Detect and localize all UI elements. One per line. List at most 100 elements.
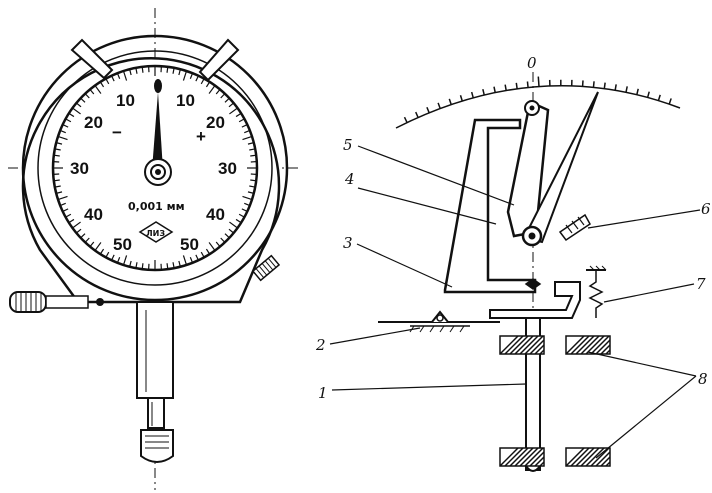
- hatch-line: [534, 456, 545, 467]
- dial-tick: [182, 255, 188, 266]
- dial-num-l20: 20: [84, 113, 103, 132]
- dial-tick: [105, 78, 110, 85]
- dial-tick: [250, 179, 257, 182]
- dial-tick: [59, 202, 66, 207]
- dial-tick: [65, 118, 72, 123]
- hatch-line: [595, 339, 611, 355]
- hatch-line: [504, 335, 524, 355]
- scale-tick: [459, 95, 463, 102]
- dial-tick: [111, 254, 115, 261]
- dial-tick: [122, 70, 128, 81]
- dial-tick: [122, 255, 128, 266]
- dial-num-r30: 30: [218, 159, 237, 178]
- dial-needle: [152, 92, 163, 170]
- hatch-line: [534, 344, 545, 355]
- scale-tick: [526, 81, 529, 88]
- hatch-line: [529, 451, 545, 467]
- dial-tick: [208, 85, 216, 94]
- dial-tick: [76, 228, 82, 234]
- hatch-line: [595, 451, 611, 467]
- dial-tick: [242, 195, 253, 201]
- dial-num-r10: 10: [176, 91, 195, 110]
- dial-tick: [89, 89, 95, 95]
- dial-tick: [178, 260, 181, 267]
- dial-tick: [220, 237, 226, 243]
- dial-tick: [141, 263, 144, 270]
- lever-frame: [443, 118, 537, 294]
- dial-num-r20: 20: [206, 113, 225, 132]
- dial-tick: [241, 208, 248, 212]
- tolerance-pointer-left: [70, 38, 114, 80]
- dial-tick: [166, 66, 169, 73]
- dial-tick: [182, 70, 188, 81]
- hatch-line: [575, 447, 595, 467]
- scale-tick: [493, 86, 496, 93]
- dial-tick: [62, 208, 69, 212]
- hatch-line: [529, 339, 545, 355]
- dial-tick: [56, 191, 63, 194]
- dial-tick: [224, 97, 230, 103]
- callout-5: 5: [343, 136, 353, 154]
- hatch-line: [524, 447, 544, 467]
- hatch-line: [539, 349, 545, 355]
- dial-tick: [129, 69, 132, 76]
- dial-num-l40: 40: [84, 205, 103, 224]
- dial-tick: [80, 97, 86, 103]
- hatch-line: [499, 335, 519, 355]
- hatch-line: [509, 447, 529, 467]
- bezel-outer: [21, 34, 289, 302]
- dial-tick: [54, 148, 61, 151]
- hatch-line: [565, 335, 585, 355]
- scale-tick: [646, 91, 650, 98]
- dial-tick: [244, 202, 251, 207]
- dial-tick: [99, 81, 105, 88]
- dial-tick: [229, 221, 238, 229]
- dial-tick: [94, 85, 102, 94]
- dial-tick: [235, 218, 242, 224]
- hatch-line: [499, 447, 519, 467]
- scale-zero: 0: [527, 54, 537, 72]
- dial-tick: [241, 124, 248, 128]
- indicator-stem: [136, 301, 174, 399]
- dial-tick: [249, 185, 256, 188]
- callout-4: 4: [344, 170, 355, 188]
- dial-tick: [111, 75, 115, 82]
- dial-tick: [116, 257, 121, 264]
- dial-tick: [80, 233, 86, 239]
- dial-num-r40: 40: [206, 205, 225, 224]
- dial-tick: [53, 154, 60, 157]
- scale-tick: [504, 84, 507, 91]
- dial-tick: [105, 251, 110, 258]
- callout-1: 1: [318, 384, 328, 402]
- dial-tick: [220, 93, 226, 99]
- dial-tick: [99, 248, 105, 255]
- dial-tick: [228, 228, 234, 234]
- callout-7: 7: [696, 275, 706, 293]
- dial-tick: [249, 148, 256, 151]
- dial-tick: [215, 89, 221, 95]
- hatch-line: [565, 447, 585, 467]
- hatch-line: [570, 447, 590, 467]
- needle-tip: [154, 79, 162, 93]
- hatch-line: [600, 344, 611, 355]
- hatch-line: [514, 447, 534, 467]
- minus-sign: −: [112, 123, 122, 142]
- hatch-line: [580, 335, 600, 355]
- hatch-line: [524, 335, 544, 355]
- dial-tick: [89, 241, 95, 247]
- dial-tick: [59, 129, 66, 134]
- dial-tick: [195, 254, 199, 261]
- dial-tick: [189, 72, 194, 79]
- scale-tick: [636, 88, 639, 95]
- hatch-line: [519, 335, 539, 355]
- scale-tick: [603, 82, 606, 89]
- scale-tick: [515, 82, 518, 89]
- dial-num-l30: 30: [70, 159, 89, 178]
- dial-tick: [54, 185, 61, 188]
- maker-mark: ЛИЗ: [146, 229, 165, 238]
- scale-tick: [537, 76, 540, 87]
- dial-tick: [116, 72, 121, 79]
- scale-tick: [482, 88, 485, 96]
- dial-tick: [189, 257, 194, 264]
- scale-tick: [470, 91, 474, 99]
